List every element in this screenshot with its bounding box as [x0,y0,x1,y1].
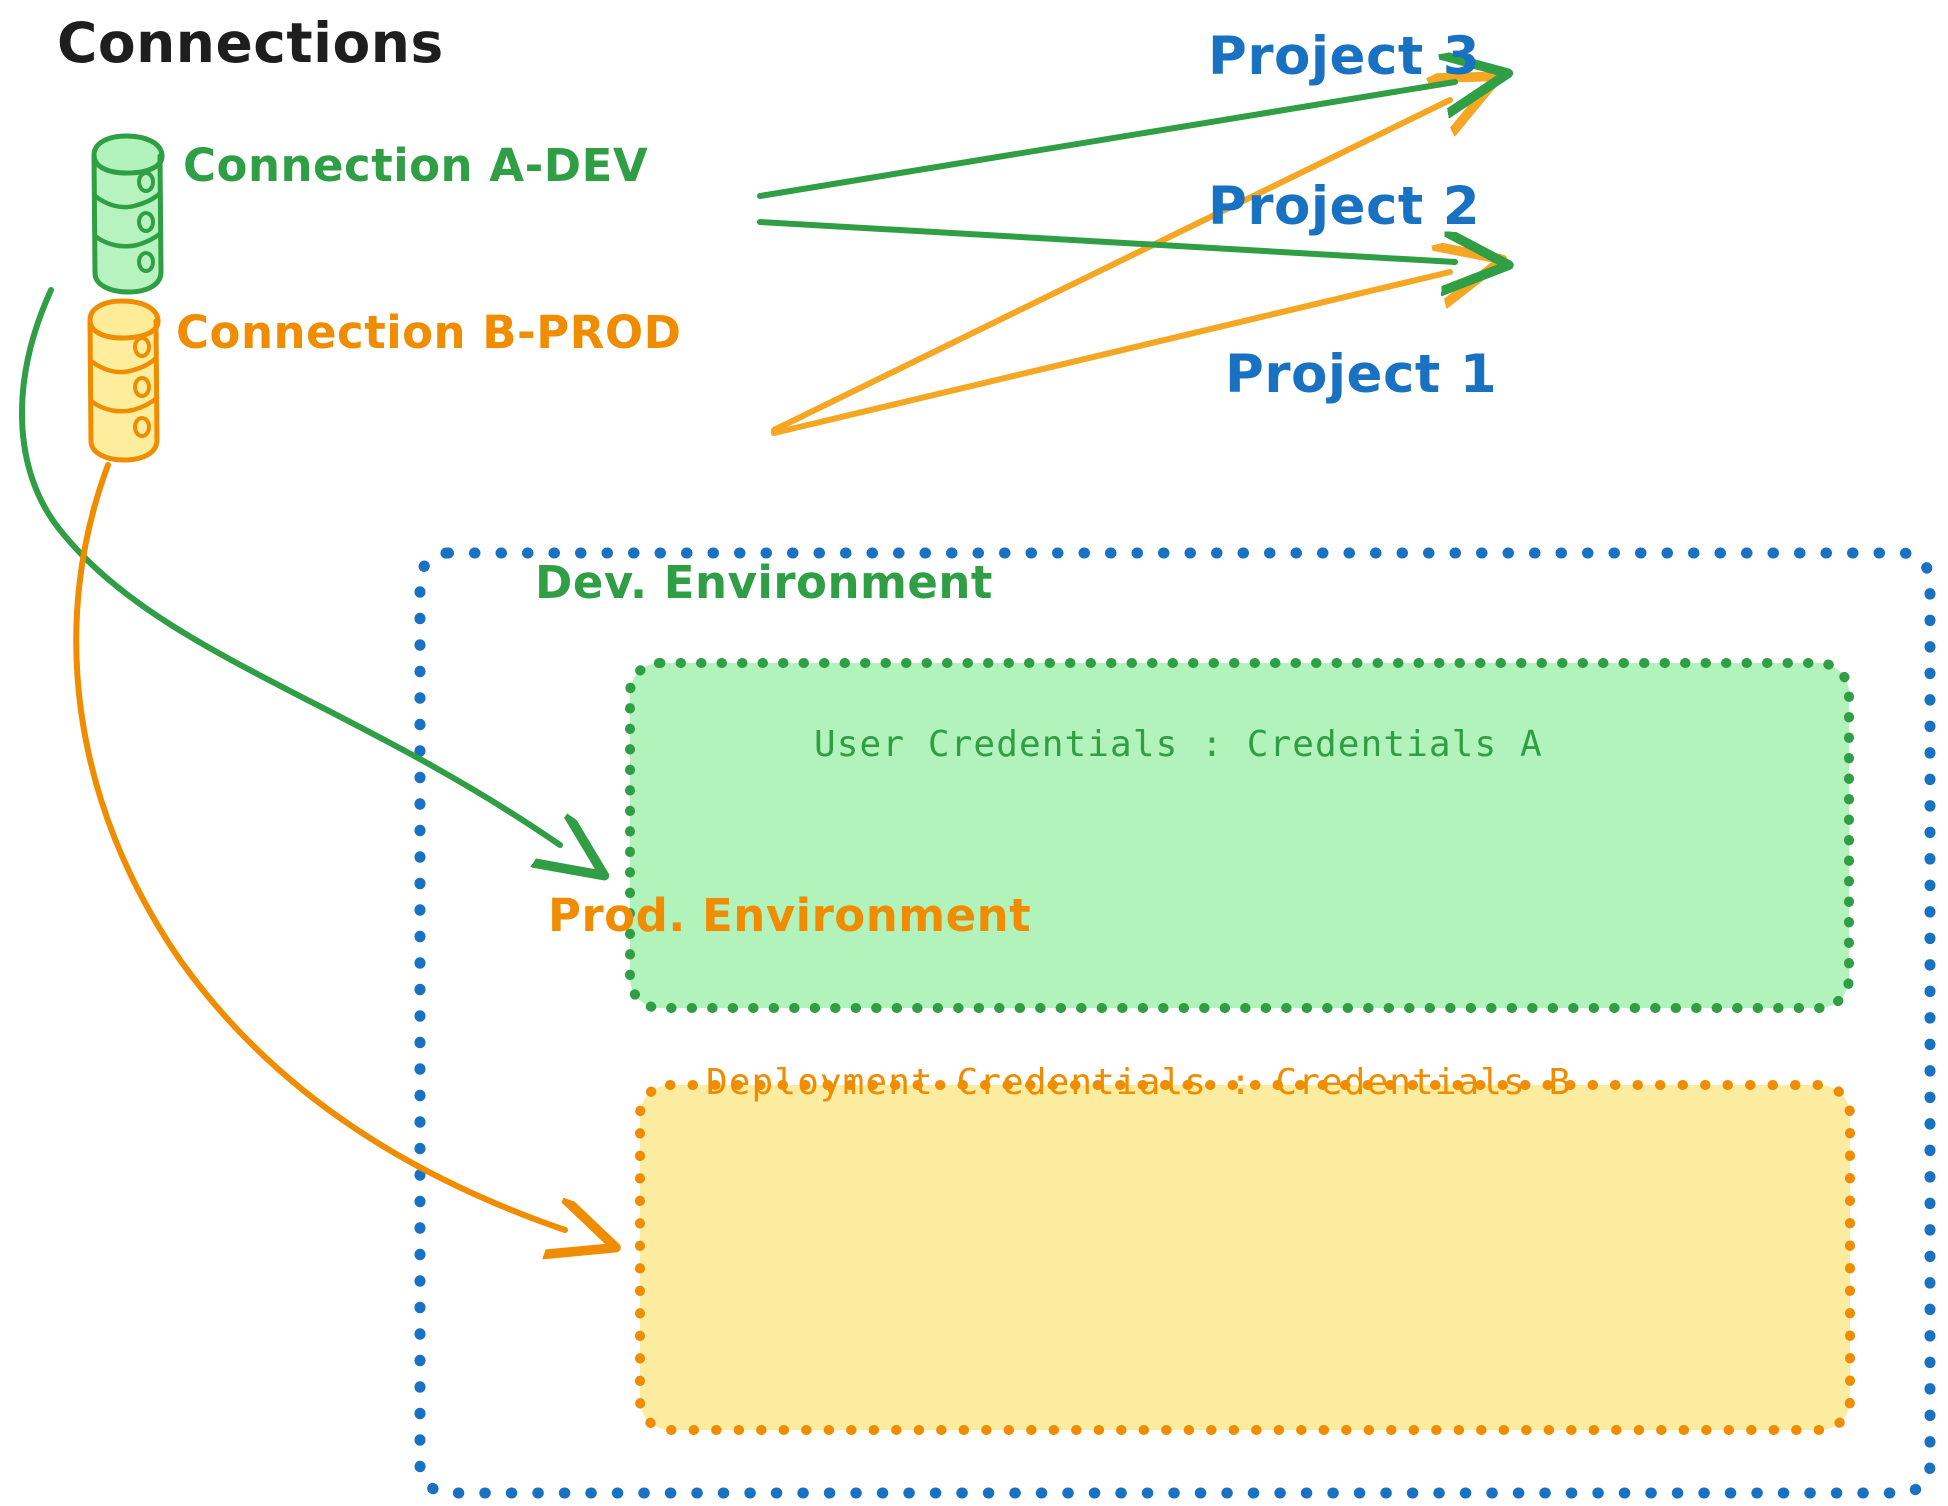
project-1-boundary [414,547,1936,1499]
project-1-label[interactable]: Project 1 [1225,344,1498,405]
edge-a-dev-to-dev-environment [18,287,560,845]
connection-b-prod-label[interactable]: Connection B-PROD [176,306,682,359]
prod-environment-box[interactable] [635,1080,1855,1435]
prod-environment-title: Prod. Environment [548,889,1032,942]
edge-b-prod-to-prod-environment [73,462,565,1230]
database-cylinder-icon[interactable] [87,298,161,463]
page-title: Connections [57,11,444,75]
edge-a-dev-to-project-3 [757,82,1455,199]
edge-b-prod-to-project-3 [771,100,1450,433]
dev-environment-title: Dev. Environment [535,556,993,609]
project-3-label[interactable]: Project 3 [1208,26,1481,87]
project-2-label[interactable]: Project 2 [1208,176,1481,237]
dev-environment-credentials: User Credentials : Credentials A [814,724,1543,765]
edge-a-dev-to-project-2 [757,219,1455,262]
connection-a-dev-label[interactable]: Connection A-DEV [183,139,649,192]
prod-environment-credentials: Deployment Credentials : Credentials B [706,1062,1572,1103]
edge-b-prod-to-project-2 [771,272,1450,436]
dev-environment-box[interactable] [625,658,1854,1013]
database-cylinder-icon[interactable] [91,133,165,295]
